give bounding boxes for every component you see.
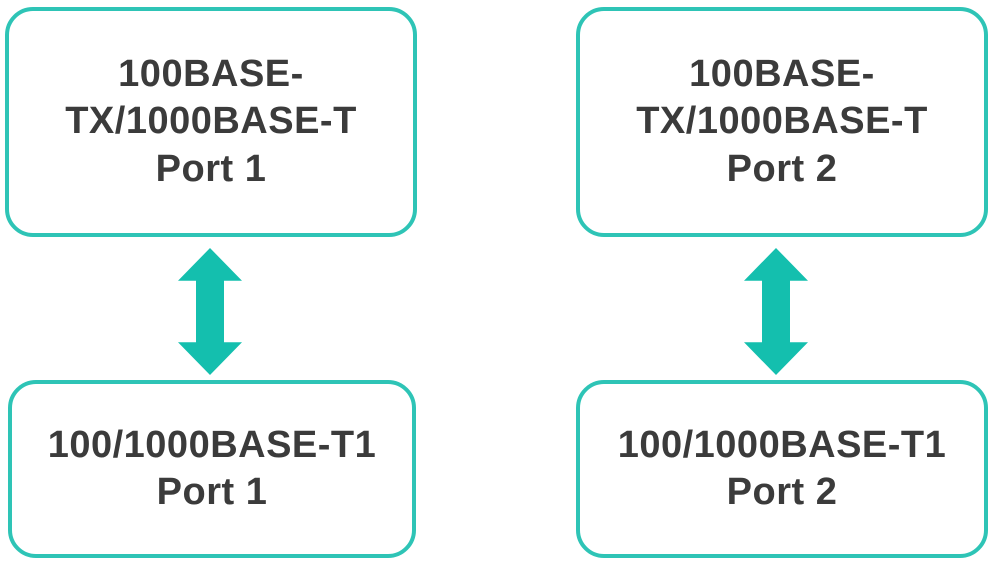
node-100-1000base-t1-port2: 100/1000BASE-T1 Port 2 [576, 380, 988, 558]
node-100-1000base-t1-port1: 100/1000BASE-T1 Port 1 [8, 380, 416, 558]
double-arrow-icon [178, 248, 242, 375]
node-label-line2: TX/1000BASE-T [636, 100, 928, 143]
node-100base-tx-port2: 100BASE- TX/1000BASE-T Port 2 [576, 7, 988, 237]
node-100base-tx-port1: 100BASE- TX/1000BASE-T Port 1 [5, 7, 417, 237]
node-port-label: Port 2 [726, 471, 838, 513]
node-label-line1: 100BASE- [689, 52, 875, 95]
node-port-label: Port 1 [156, 471, 268, 513]
node-label-line1: 100BASE- [118, 52, 304, 95]
node-port-label: Port 1 [155, 147, 267, 190]
node-label-line2: TX/1000BASE-T [65, 100, 357, 143]
node-label-line1: 100/1000BASE-T1 [47, 423, 377, 466]
double-arrow-icon [744, 248, 808, 375]
node-label-line1: 100/1000BASE-T1 [617, 423, 947, 466]
node-port-label: Port 2 [726, 147, 838, 190]
